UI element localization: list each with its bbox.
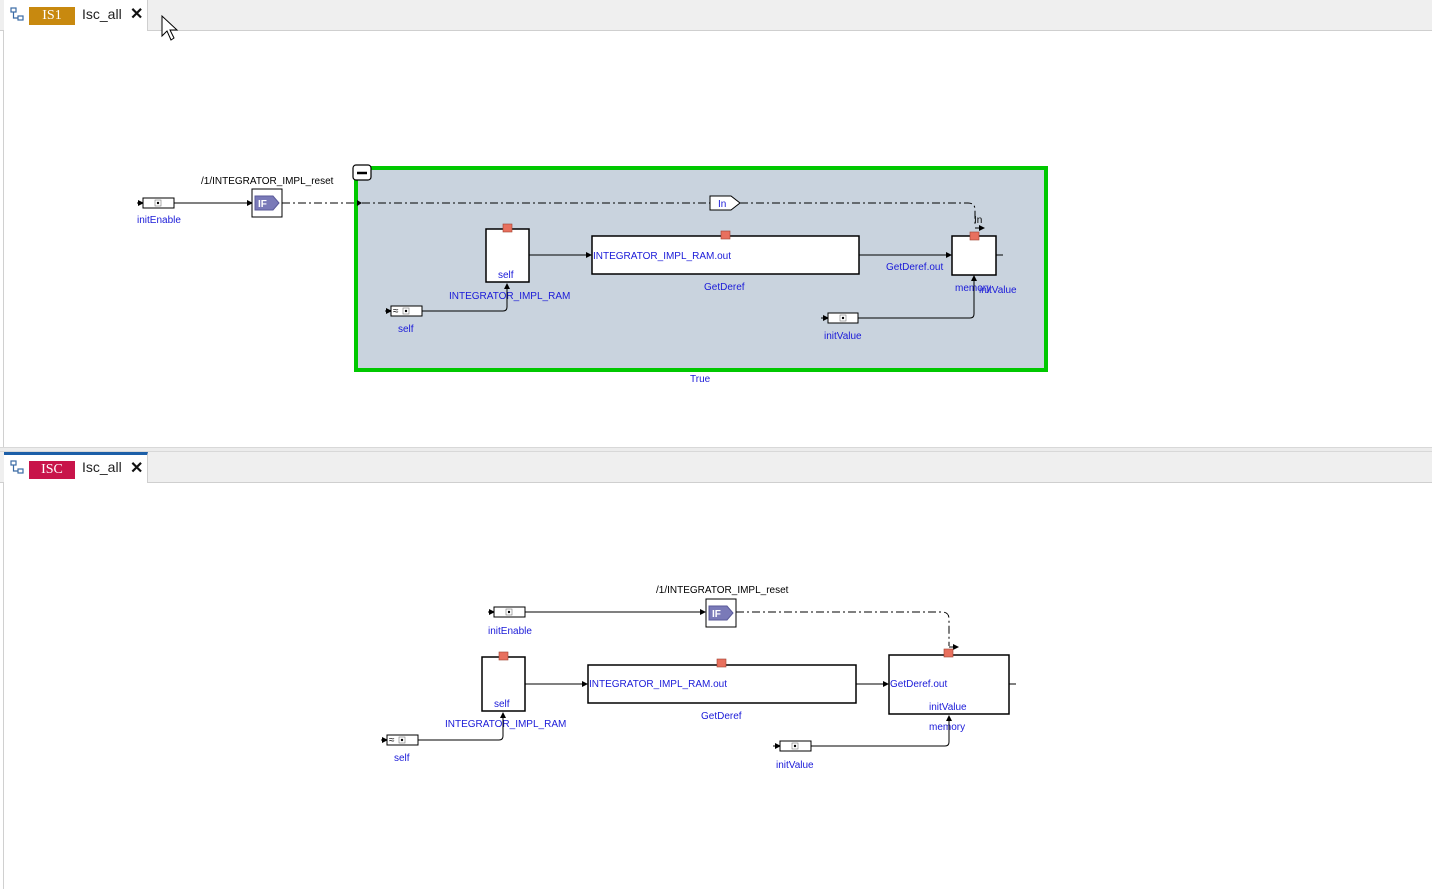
getderef-name: GetDeref [704,282,745,293]
in-port-tag[interactable]: In [709,195,741,211]
arrow-icon [357,200,362,206]
signal-line [418,712,506,741]
subsystem-condition-label: True [690,374,711,385]
signal-line [422,283,510,312]
diagram-pane-bottom: ISC Isc_all ✕ initEnable /1/INTEGRATOR_I… [0,452,1432,889]
if-block-path-label: /1/INTEGRATOR_IMPL_reset [201,176,334,187]
tab-isc-all-top[interactable]: IS1 Isc_all ✕ [4,0,148,31]
svg-text:≈: ≈ [393,306,399,317]
inport-label: initValue [776,760,814,771]
getderef-inner-label: INTEGRATOR_IMPL_RAM.out [589,679,727,690]
memory-block[interactable] [888,648,1016,715]
svg-text:≈: ≈ [389,735,395,746]
block-diagram-bottom: initEnable /1/INTEGRATOR_IMPL_reset IF s… [381,585,1016,771]
in-port-label: In [718,199,726,210]
if-block[interactable]: IF [251,188,283,218]
getderef-name: GetDeref [701,711,742,722]
signal-line [811,715,952,747]
getderef-inner-label: INTEGRATOR_IMPL_RAM.out [593,251,731,262]
self-block[interactable] [485,223,530,283]
if-icon: IF [712,609,721,620]
close-icon[interactable]: ✕ [130,460,144,477]
if-icon: IF [258,199,267,210]
inport-self[interactable]: ≈ [381,734,419,746]
memory-name: memory [929,722,965,733]
pane-splitter[interactable] [0,447,1432,452]
getderef-block[interactable] [587,658,857,704]
pane-left-border [3,483,4,889]
inport-initValue[interactable] [773,740,812,752]
model-icon [10,7,24,21]
inport-initEnable[interactable] [488,606,526,618]
self-block[interactable] [481,651,526,712]
if-block[interactable]: IF [705,598,737,628]
tab-strip-top: IS1 Isc_all ✕ [0,0,1432,31]
model-badge: ISC [29,461,75,479]
inport-initEnable[interactable] [137,197,175,209]
inport-label: initEnable [488,626,532,637]
signal-line [858,275,977,319]
inport-self[interactable]: ≈ [385,305,423,317]
model-badge: IS1 [29,7,75,25]
block-diagram-top: initEnable /1/INTEGRATOR_IMPL_reset IF T… [137,164,1048,385]
tab-strip-bottom: ISC Isc_all ✕ [0,452,1432,483]
model-icon [10,460,24,474]
trigger-line [740,202,976,226]
self-block-name: INTEGRATOR_IMPL_RAM [445,719,566,730]
if-block-path-label: /1/INTEGRATOR_IMPL_reset [656,585,789,596]
diagram-pane-top: IS1 Isc_all ✕ initEnable /1/INTEGRATOR_I… [0,0,1432,447]
memory-block[interactable] [951,231,1003,276]
collapse-icon[interactable] [352,164,372,181]
getderef-out-label: GetDeref.out [886,262,943,273]
memory-input-label: GetDeref.out [890,679,947,690]
memory-trigger-label: In [974,215,982,226]
self-block-name: INTEGRATOR_IMPL_RAM [449,291,570,302]
memory-inner-label: initValue [929,702,967,713]
tab-isc-all-bottom[interactable]: ISC Isc_all ✕ [4,452,148,483]
self-block-inner-label: self [498,270,514,281]
tab-label: Isc_all [82,459,122,475]
pane-left-border [3,31,4,447]
close-icon[interactable]: ✕ [130,6,144,23]
inport-label: self [398,324,414,335]
memory-name: memory [955,283,991,294]
inport-label: initEnable [137,215,181,226]
getderef-block[interactable] [591,230,860,275]
memory-input-label: initValue [979,285,1017,296]
inport-label: self [394,753,410,764]
self-block-inner-label: self [494,699,510,710]
tab-label: Isc_all [82,6,122,22]
trigger-line [736,611,950,646]
inport-label: initValue [824,331,862,342]
